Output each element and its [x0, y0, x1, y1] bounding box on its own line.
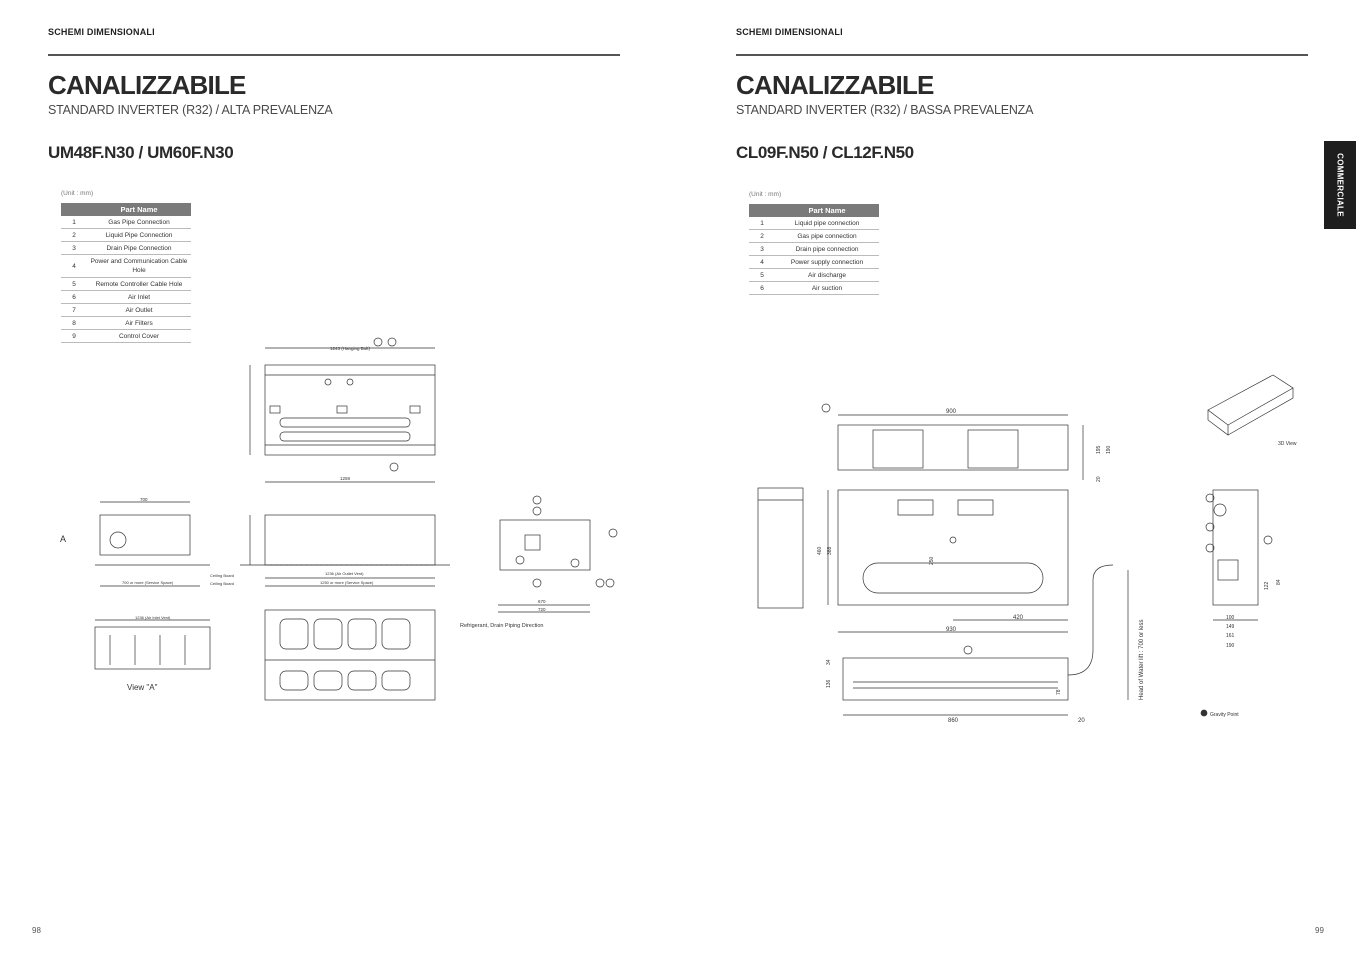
dim-label: 250 — [929, 556, 935, 565]
dim-label: 20 — [1078, 718, 1085, 724]
dim-label: 1243 (Hanging Bolt) — [330, 346, 371, 351]
arrow-a-label: A — [60, 534, 66, 544]
header-rule — [736, 54, 1308, 56]
dim-label: 78 — [1056, 689, 1062, 695]
bottom-view-outline — [264, 609, 436, 701]
dim-label: 420 — [1013, 615, 1024, 621]
dim-label: 195 — [1096, 445, 1102, 454]
dim-label: 700 or more (Service Space) — [122, 580, 174, 585]
unit-note: (Unit : mm) — [749, 191, 782, 198]
dim-label: Head of Water lift : 700 or less — [1139, 620, 1145, 700]
page-subtitle: STANDARD INVERTER (R32) / BASSA PREVALEN… — [736, 103, 1034, 117]
page-subtitle: STANDARD INVERTER (R32) / ALTA PREVALENZ… — [48, 103, 333, 117]
view-a-label: View "A" — [127, 683, 158, 692]
dimensional-drawing-cl09: 900 195 190 20 460 388 250 420 930 860 2… — [757, 374, 1297, 724]
top-view-outline — [264, 364, 436, 456]
section-label: SCHEMI DIMENSIONALI — [48, 27, 155, 37]
dim-label: 149 — [1226, 624, 1235, 630]
table-header-num — [749, 204, 775, 217]
top-view-outline — [837, 424, 1069, 471]
header-rule — [48, 54, 620, 56]
dim-label: 161 — [1226, 633, 1235, 639]
left-side-view — [757, 487, 804, 609]
right-page: SCHEMI DIMENSIONALI CANALIZZABILE STANDA… — [678, 0, 1356, 959]
dim-label: 100 — [1226, 615, 1235, 621]
dim-label: 700 — [140, 497, 148, 502]
dim-label: 136 — [826, 679, 832, 688]
side-view-outline — [99, 514, 191, 556]
end-view-outline — [1212, 489, 1259, 606]
side-tab-label: COMMERCIALE — [1335, 153, 1345, 217]
bottom-view-outline — [842, 657, 1069, 701]
dim-label: 1236 (Air Inlet Vent) — [135, 615, 171, 620]
front-view-outline — [264, 514, 436, 566]
dim-label: 122 — [1264, 581, 1270, 590]
section-label: SCHEMI DIMENSIONALI — [736, 27, 843, 37]
dim-label: 20 — [1096, 476, 1102, 482]
table-header-name: Part Name — [87, 203, 191, 216]
dim-label: 1259 — [340, 476, 351, 481]
page-number: 98 — [32, 926, 41, 935]
end-view-outline — [499, 519, 591, 571]
dim-label: Ceiling Board — [210, 573, 234, 578]
model-title: UM48F.N30 / UM60F.N30 — [48, 143, 234, 162]
dim-label: 930 — [946, 627, 957, 633]
page-title: CANALIZZABILE — [48, 70, 246, 100]
page-title: CANALIZZABILE — [736, 70, 934, 100]
dim-label: 3D View — [1278, 441, 1297, 447]
left-page: SCHEMI DIMENSIONALI CANALIZZABILE STANDA… — [32, 27, 620, 935]
side-tab: COMMERCIALE — [1324, 141, 1356, 229]
dim-label: 670 — [538, 599, 546, 604]
dim-label: 720 — [538, 607, 546, 612]
dimensional-drawing-um48: 1243 (Hanging Bolt) 1259 1236 (Air Outle… — [60, 337, 618, 701]
view-a-outline — [94, 626, 211, 670]
dim-label: 460 — [817, 546, 823, 555]
table-header-name: Part Name — [775, 204, 879, 217]
table-header-num — [61, 203, 87, 216]
dim-label: 34 — [826, 659, 832, 665]
dim-label: Gravity Point — [1210, 712, 1239, 718]
dim-label: 900 — [946, 409, 957, 415]
page-number: 99 — [1315, 926, 1324, 935]
front-view-outline — [837, 489, 1069, 606]
dim-label: 84 — [1276, 579, 1282, 585]
dim-label: Ceiling Board — [210, 581, 234, 586]
dim-label: Refrigerant, Drain Piping Direction — [460, 623, 543, 629]
dim-label: 190 — [1106, 445, 1112, 454]
dim-label: 1250 or more (Service Space) — [320, 580, 374, 585]
dim-label: 388 — [827, 546, 833, 555]
unit-note: (Unit : mm) — [61, 190, 94, 197]
dim-label: 1236 (Air Outlet Vent) — [325, 571, 364, 576]
model-title: CL09F.N50 / CL12F.N50 — [736, 143, 914, 162]
dim-label: 190 — [1226, 643, 1235, 649]
dim-label: 860 — [948, 718, 959, 724]
